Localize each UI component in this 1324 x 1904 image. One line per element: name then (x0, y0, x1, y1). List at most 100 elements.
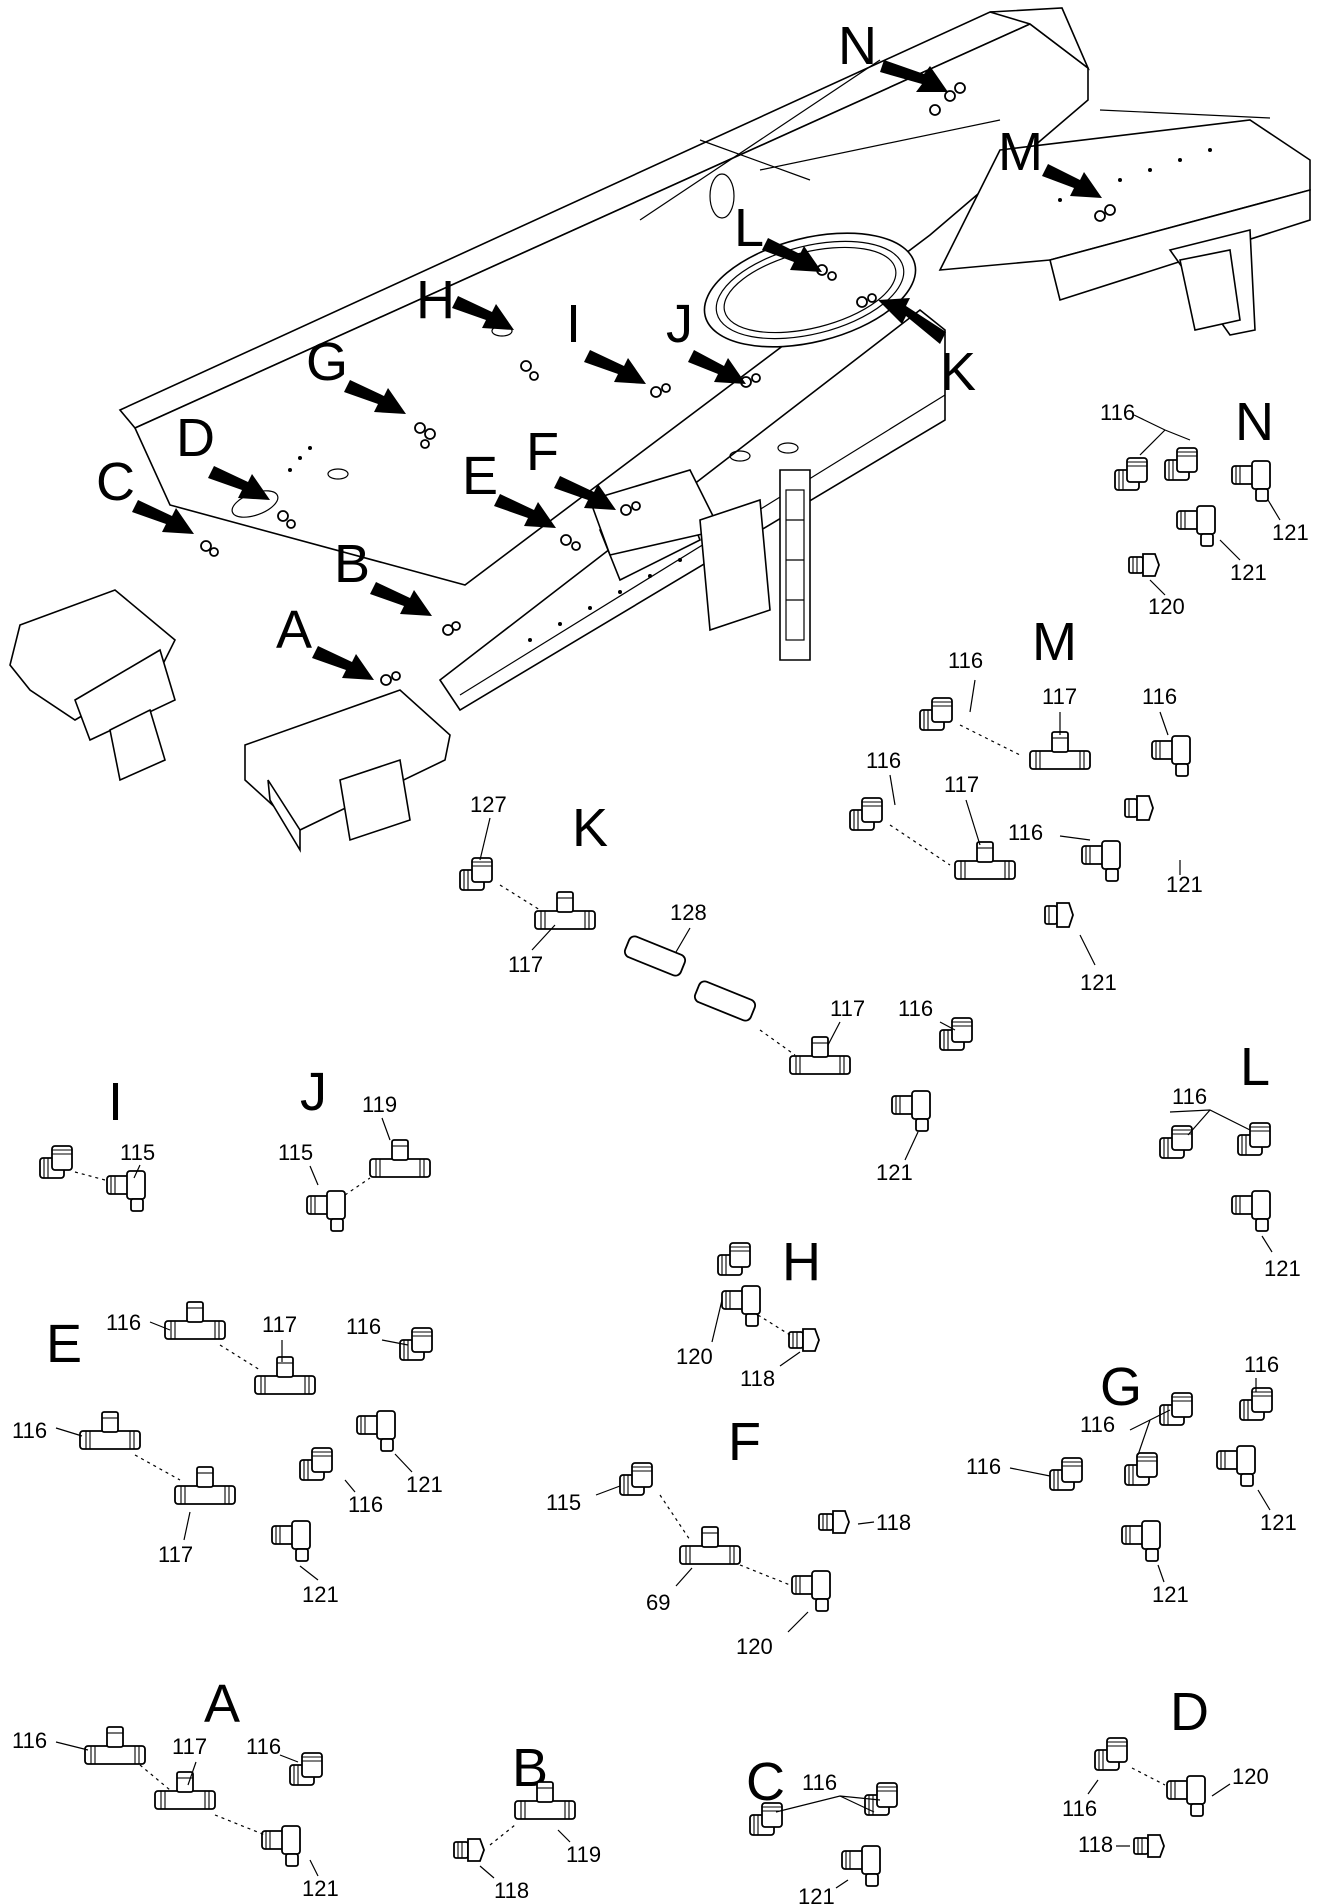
callout-j: J (666, 294, 746, 384)
frame-fittings (200, 82, 1116, 686)
detail-h: H 120 118 (676, 1232, 821, 1391)
f-part-69: 69 (646, 1590, 670, 1615)
k-tube-b (693, 980, 757, 1022)
detail-title-e: E (46, 1314, 82, 1374)
detail-title-h: H (782, 1232, 821, 1292)
callout-letter-k: K (940, 342, 976, 402)
d-part-118: 118 (1078, 1832, 1113, 1857)
detail-b: B 119 118 (453, 1738, 601, 1903)
frame-assembly (9, 7, 1311, 853)
callout-letter-d: D (176, 408, 215, 468)
m-part-116-b: 116 (1142, 684, 1177, 709)
e-part-116-d: 116 (348, 1492, 383, 1517)
g-part-116-c: 116 (966, 1454, 1001, 1479)
detail-title-l: L (1240, 1037, 1270, 1097)
arrow-d (208, 466, 270, 500)
detail-title-d: D (1170, 1682, 1209, 1742)
arrow-c (132, 500, 194, 534)
detail-i: I 115 (39, 1072, 155, 1212)
callout-g: G (306, 332, 406, 414)
e-part-116-b: 116 (346, 1314, 381, 1339)
callout-letter-n: N (838, 16, 877, 76)
arrow-i (584, 350, 646, 384)
callout-d: D (176, 408, 270, 500)
m-part-116-a: 116 (948, 648, 983, 673)
k-tube-a (623, 935, 687, 977)
e-part-116-c: 116 (12, 1418, 47, 1443)
a-part-116-a: 116 (12, 1728, 47, 1753)
callout-letter-h: H (416, 270, 455, 330)
e-part-117-b: 117 (158, 1542, 193, 1567)
frame-holes (288, 148, 1212, 642)
callout-letter-i: I (566, 294, 581, 354)
e-part-121-b: 121 (302, 1582, 339, 1607)
detail-title-k: K (572, 798, 608, 858)
callout-k: K (878, 298, 976, 402)
b-part-119: 119 (566, 1842, 601, 1867)
detail-f: F 115 118 69 120 (546, 1412, 911, 1659)
detail-title-m: M (1032, 612, 1077, 672)
arrow-g (344, 380, 406, 414)
callout-letter-l: L (734, 198, 764, 258)
arrow-f (554, 476, 616, 510)
l-part-121: 121 (1264, 1256, 1301, 1281)
e-part-117-a: 117 (262, 1312, 297, 1337)
detail-l: L 116 121 (1159, 1037, 1301, 1281)
m-part-116-c: 116 (866, 748, 901, 773)
arrow-l (762, 238, 822, 272)
g-part-121-a: 121 (1260, 1510, 1297, 1535)
detail-title-g: G (1100, 1357, 1142, 1417)
f-part-118: 118 (876, 1510, 911, 1535)
detail-a: A 116 117 116 121 (12, 1674, 339, 1901)
callout-h: H (416, 270, 514, 330)
arrow-a (312, 646, 374, 680)
a-part-117: 117 (172, 1734, 207, 1759)
detail-title-f: F (728, 1412, 761, 1472)
callout-b: B (334, 534, 432, 616)
arrow-k (878, 298, 946, 344)
detail-j: J 119 115 (278, 1062, 431, 1232)
callout-letter-b: B (334, 534, 370, 594)
detail-d: D 116 120 118 (1062, 1682, 1269, 1858)
f-part-120: 120 (736, 1634, 773, 1659)
arrow-j (688, 350, 746, 384)
arrow-m (1042, 164, 1102, 198)
n-part-120: 120 (1148, 594, 1185, 619)
callout-letter-c: C (96, 452, 135, 512)
callout-letter-g: G (306, 332, 348, 392)
detail-n: N 116 121 121 120 (1100, 392, 1309, 619)
m-part-121-b: 121 (1080, 970, 1117, 995)
l-part-116: 116 (1172, 1084, 1207, 1109)
k-part-117-a: 117 (508, 952, 543, 977)
detail-title-c: C (746, 1752, 785, 1812)
e-part-116-a: 116 (106, 1310, 141, 1335)
detail-c: C 116 121 (746, 1752, 898, 1904)
detail-k: K 127 117 128 117 116 121 (459, 792, 973, 1185)
n-part-121-b: 121 (1230, 560, 1267, 585)
c-part-116: 116 (802, 1770, 837, 1795)
n-part-116: 116 (1100, 400, 1135, 425)
detail-g: G 116 116 116 121 121 (966, 1352, 1297, 1607)
m-part-121-a: 121 (1166, 872, 1203, 897)
callout-l: L (734, 198, 822, 272)
detail-title-n: N (1235, 392, 1274, 452)
k-part-128: 128 (670, 900, 707, 925)
callout-c: C (96, 452, 194, 534)
a-part-116-b: 116 (246, 1734, 281, 1759)
detail-title-a: A (204, 1674, 240, 1734)
m-part-116-d: 116 (1008, 820, 1043, 845)
callout-e: E (462, 446, 556, 528)
d-part-120: 120 (1232, 1764, 1269, 1789)
b-part-118: 118 (494, 1878, 529, 1903)
callout-letter-j: J (666, 294, 693, 354)
g-part-116-b: 116 (1080, 1412, 1115, 1437)
detail-title-j: J (300, 1062, 327, 1122)
n-part-121-a: 121 (1272, 520, 1309, 545)
callout-i: I (566, 294, 646, 384)
arrow-b (370, 582, 432, 616)
g-part-121-b: 121 (1152, 1582, 1189, 1607)
k-part-116: 116 (898, 996, 933, 1021)
k-part-121: 121 (876, 1160, 913, 1185)
detail-e: E 116 117 116 116 117 116 121 121 (12, 1301, 443, 1607)
